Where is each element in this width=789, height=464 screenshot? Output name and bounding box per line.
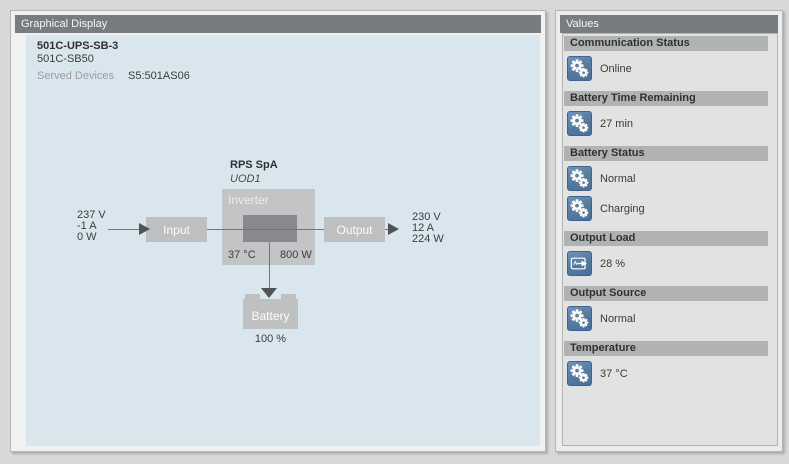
input-measurements: 237 V -1 A 0 W [77, 210, 106, 243]
device-name: 501C-UPS-SB-3 [37, 40, 119, 52]
battery-status-value-2: Charging [600, 202, 645, 215]
battery-terminal-left [245, 294, 260, 300]
output-box-label: Output [336, 222, 373, 237]
input-box-label: Input [163, 222, 190, 237]
ups-diagram-area: 501C-UPS-SB-3 501C-SB50 Served Devices S… [26, 35, 540, 446]
inverter-core [243, 215, 297, 242]
gears-icon[interactable] [567, 111, 592, 136]
device-info: 501C-UPS-SB-3 501C-SB50 Served Devices S… [37, 40, 190, 82]
served-devices-row: Served Devices S5:501AS06 [37, 70, 190, 82]
values-list: Communication Status Online Battery Time… [562, 33, 778, 446]
input-power: 0 W [77, 231, 97, 243]
served-devices-value: S5:501AS06 [128, 70, 190, 82]
gears-icon[interactable] [567, 361, 592, 386]
communication-status-value: Online [600, 62, 632, 75]
input-voltage: 237 V [77, 209, 106, 221]
output-arrow-icon [388, 223, 399, 235]
output-load-icon[interactable] [567, 251, 592, 276]
graphical-display-panel: Graphical Display 501C-UPS-SB-3 501C-SB5… [10, 10, 546, 452]
gears-icon[interactable] [567, 56, 592, 81]
battery-arrow-icon [261, 288, 277, 298]
section-header-battery-time-remaining: Battery Time Remaining [564, 91, 768, 106]
battery-box: Battery [243, 294, 298, 329]
value-row-battery-status-2: Charging [567, 196, 777, 221]
battery-body: Battery [243, 299, 298, 329]
input-current: -1 A [77, 220, 97, 232]
power-flow-line [108, 229, 388, 230]
values-header: Values [560, 15, 778, 33]
output-voltage: 230 V [412, 211, 441, 223]
values-panel: Values Communication Status Online Batte… [555, 10, 783, 452]
graphical-display-header: Graphical Display [15, 15, 541, 33]
input-box: Input [146, 217, 207, 242]
served-devices-label: Served Devices [37, 70, 115, 82]
battery-terminal-right [281, 294, 296, 300]
value-row-temperature: 37 °C [567, 361, 777, 386]
battery-box-label: Battery [251, 309, 290, 323]
inverter-temperature: 37 °C [228, 249, 256, 261]
section-header-temperature: Temperature [564, 341, 768, 356]
battery-time-remaining-value: 27 min [600, 117, 634, 130]
value-row-battery-status-1: Normal [567, 166, 777, 191]
battery-flow-line [269, 242, 270, 289]
inverter-label: Inverter [228, 193, 269, 207]
gears-icon[interactable] [567, 166, 592, 191]
section-header-communication-status: Communication Status [564, 36, 768, 51]
unit-name: RPS SpA [230, 159, 278, 171]
output-power: 224 W [412, 233, 444, 245]
output-source-value: Normal [600, 312, 636, 325]
input-arrow-icon [139, 223, 150, 235]
section-header-output-source: Output Source [564, 286, 768, 301]
output-load-value: 28 % [600, 257, 626, 270]
gears-icon[interactable] [567, 196, 592, 221]
graphical-display-title: Graphical Display [21, 18, 108, 30]
output-box: Output [324, 217, 385, 242]
output-current: 12 A [412, 222, 435, 234]
value-row-battery-time-remaining: 27 min [567, 111, 777, 136]
device-model: 501C-SB50 [37, 53, 94, 65]
section-header-battery-status: Battery Status [564, 146, 768, 161]
temperature-value: 37 °C [600, 367, 628, 380]
output-measurements: 230 V 12 A 224 W [412, 212, 444, 245]
battery-charge-percent: 100 % [254, 333, 287, 345]
value-row-output-load: 28 % [567, 251, 777, 276]
gears-icon[interactable] [567, 306, 592, 331]
inverter-power: 800 W [280, 249, 312, 261]
unit-id: UOD1 [230, 173, 261, 185]
section-header-output-load: Output Load [564, 231, 768, 246]
values-title: Values [566, 18, 599, 30]
value-row-communication-status: Online [567, 56, 777, 81]
inverter-box: Inverter 37 °C 800 W [222, 189, 315, 265]
value-row-output-source: Normal [567, 306, 777, 331]
battery-status-value-1: Normal [600, 172, 636, 185]
